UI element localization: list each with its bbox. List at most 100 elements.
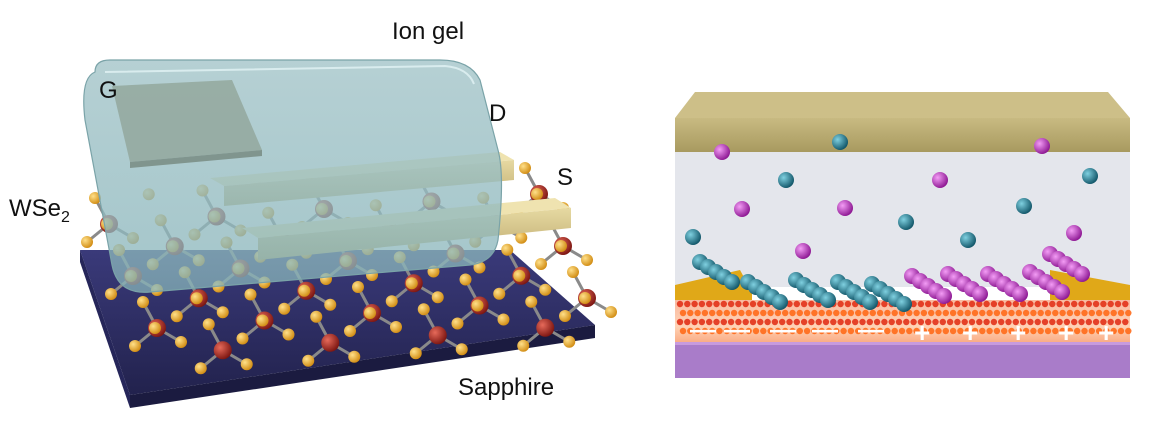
channel-atom	[1041, 300, 1049, 308]
channel-atom	[873, 318, 881, 326]
channel-atom	[749, 318, 757, 326]
channel-atom	[986, 327, 993, 335]
channel-atom	[723, 309, 730, 317]
channel-atom	[789, 327, 796, 335]
negative-sign: —	[770, 314, 796, 344]
channel-atom	[1008, 327, 1015, 335]
channel-atom	[774, 309, 782, 317]
substrate-layer	[675, 344, 1130, 378]
channel-atom	[859, 318, 866, 326]
sapphire-substrate-side	[130, 325, 595, 408]
se-atom	[473, 261, 486, 274]
channel-atom	[847, 327, 855, 335]
channel-atom	[709, 327, 716, 335]
se-atom	[240, 358, 253, 371]
se-atom	[455, 343, 468, 356]
channel-atom	[876, 309, 884, 317]
channel-atom	[986, 309, 993, 317]
se-atom	[385, 295, 398, 308]
channel-atom	[998, 318, 1005, 326]
channel-atom	[1056, 300, 1063, 308]
channel-atom	[855, 309, 862, 317]
channel-atom	[949, 327, 957, 335]
channel-atom	[946, 318, 954, 326]
sapphire-label: Sapphire	[458, 374, 555, 401]
channel-atom	[990, 318, 998, 326]
channel-atom	[833, 309, 840, 317]
channel-atom	[738, 327, 745, 335]
se-atom	[559, 310, 571, 322]
accumulated-anion	[1054, 284, 1070, 300]
channel-atom	[713, 318, 720, 326]
channel-atom	[891, 327, 898, 335]
channel-atom	[976, 300, 983, 308]
se-atom	[531, 188, 543, 200]
channel-atom	[1037, 327, 1044, 335]
channel-atom	[1041, 318, 1049, 326]
channel-atom	[1059, 309, 1066, 317]
channel-atom	[735, 300, 742, 308]
channel-atom	[684, 318, 691, 326]
channel-atom	[727, 300, 735, 308]
channel-atom	[760, 327, 767, 335]
se-atom	[431, 291, 444, 304]
se-atom	[417, 303, 430, 316]
channel-atom	[1078, 300, 1085, 308]
cross-section-illustration: — — — — — + + + + +	[675, 92, 1132, 378]
se-atom	[501, 243, 514, 256]
channel-atom	[735, 318, 742, 326]
channel-atom	[1081, 309, 1088, 317]
channel-atom	[782, 327, 789, 335]
channel-atom	[1022, 327, 1030, 335]
channel-atom	[844, 318, 852, 326]
channel-atom	[786, 318, 793, 326]
se-atom	[216, 306, 229, 319]
channel-atom	[866, 318, 873, 326]
channel-atom	[898, 327, 906, 335]
free-cation	[778, 172, 794, 188]
se-atom	[81, 236, 93, 248]
channel-atom	[1052, 327, 1059, 335]
channel-atom	[1085, 300, 1093, 308]
accumulated-anion	[1012, 286, 1028, 302]
channel-atom	[1012, 300, 1019, 308]
channel-atom	[852, 318, 859, 326]
channel-atom	[1125, 327, 1132, 335]
channel-atom	[676, 300, 684, 308]
free-anion	[1066, 225, 1082, 241]
channel-atom	[837, 300, 844, 308]
se-atom	[170, 310, 183, 323]
se-atom	[149, 322, 161, 334]
device-illustration	[80, 59, 617, 408]
positive-sign: +	[1098, 317, 1114, 348]
se-atom	[517, 339, 530, 352]
gate-label: G	[99, 77, 118, 104]
se-atom	[579, 292, 591, 304]
channel-atom	[840, 327, 847, 335]
se-atom	[555, 240, 567, 252]
channel-atom	[917, 300, 925, 308]
channel-atom	[1074, 309, 1081, 317]
accumulated-anion	[936, 288, 952, 304]
channel-atom	[1005, 318, 1012, 326]
w-atom	[428, 326, 447, 345]
channel-atom	[749, 300, 757, 308]
channel-atom	[971, 309, 979, 317]
channel-atom	[971, 327, 979, 335]
channel-atom	[811, 327, 818, 335]
free-anion	[795, 243, 811, 259]
channel-atom	[844, 300, 852, 308]
channel-atom	[752, 327, 760, 335]
channel-atom	[1092, 318, 1100, 326]
channel-atom	[888, 318, 895, 326]
channel-atom	[968, 318, 976, 326]
channel-atom	[1066, 309, 1074, 317]
channel-atom	[730, 309, 738, 317]
channel-atom	[876, 327, 884, 335]
channel-atom	[757, 318, 764, 326]
channel-atom	[803, 309, 811, 317]
channel-atom	[976, 318, 983, 326]
channel-atom	[1088, 309, 1096, 317]
channel-atom	[949, 309, 957, 317]
gate-electrode	[112, 80, 262, 168]
